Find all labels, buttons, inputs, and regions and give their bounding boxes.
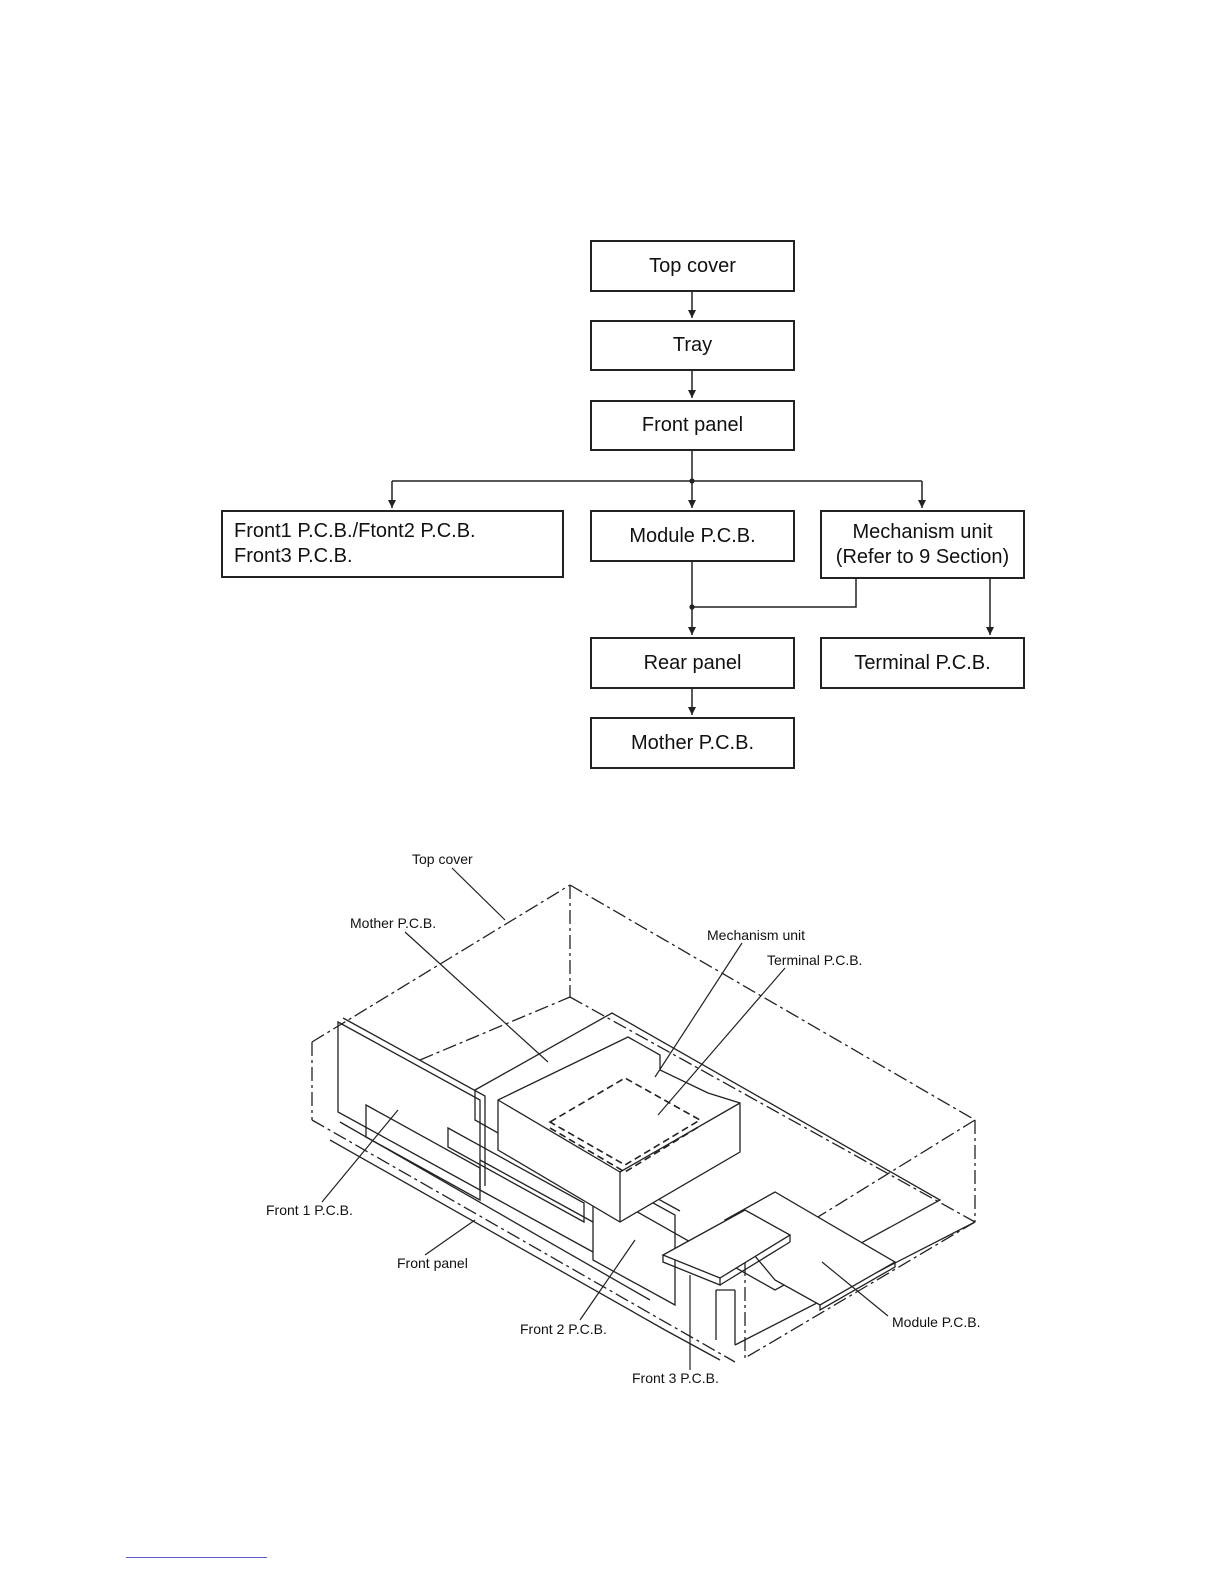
leader-terminal-pcb [658, 968, 785, 1115]
front1-pcb-shape [366, 1105, 480, 1200]
label-front-panel: Front panel [397, 1255, 468, 1271]
label-front2-pcb: Front 2 P.C.B. [520, 1321, 607, 1337]
label-mechanism-unit: Mechanism unit [707, 927, 805, 943]
label-module-pcb: Module P.C.B. [892, 1314, 980, 1330]
label-top-cover: Top cover [412, 851, 473, 867]
label-terminal-pcb: Terminal P.C.B. [767, 952, 862, 968]
label-mother-pcb: Mother P.C.B. [350, 915, 436, 931]
footer-divider [126, 1557, 267, 1558]
leader-front-panel [425, 1220, 475, 1255]
label-front3-pcb: Front 3 P.C.B. [632, 1370, 719, 1386]
label-front1-pcb: Front 1 P.C.B. [266, 1202, 353, 1218]
leader-top-cover [452, 868, 505, 920]
leader-mother-pcb [405, 932, 548, 1062]
leader-mechanism-unit [655, 943, 742, 1077]
